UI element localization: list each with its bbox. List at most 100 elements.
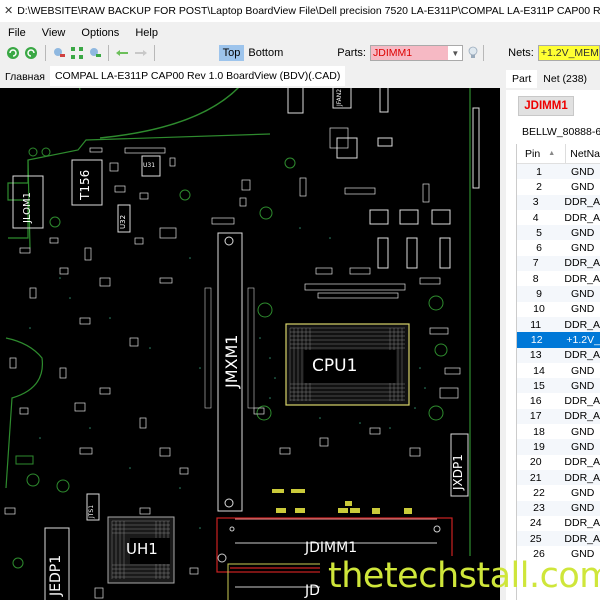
fit-screen-icon[interactable] — [70, 45, 84, 61]
bottom-side-button[interactable]: Bottom — [248, 47, 284, 59]
label-jxdp1[interactable]: JXDP1 — [451, 454, 465, 490]
watermark-backdrop — [320, 556, 500, 600]
pin-row[interactable]: 4 DDR_A — [517, 210, 600, 225]
pin-number: 2 — [536, 180, 542, 193]
pin-net-name: GND — [571, 548, 595, 561]
back-arrow-icon[interactable] — [115, 45, 129, 61]
label-u31[interactable]: U31 — [143, 162, 156, 169]
pin-net-name: DDR_A — [564, 471, 600, 484]
pin-row[interactable]: 14 GND — [517, 363, 600, 378]
menu-view[interactable]: View — [41, 27, 66, 39]
label-jlom1[interactable]: JLOM1 — [22, 191, 33, 223]
nets-value: +1.2V_MEM — [540, 47, 599, 59]
pin-number: 16 — [529, 395, 542, 408]
pin-number: 18 — [533, 425, 545, 438]
menu-help[interactable]: Help — [135, 27, 158, 39]
label-jmxm1[interactable]: JMXM1 — [222, 334, 241, 388]
label-jdimm1[interactable]: JDIMM1 — [305, 540, 358, 556]
label-uh1[interactable]: UH1 — [126, 540, 158, 558]
rotate-left-icon[interactable] — [6, 45, 20, 61]
rotate-right-icon[interactable] — [24, 45, 38, 61]
pin-net-name: GND — [571, 364, 595, 377]
tab-net[interactable]: Net (238) — [543, 73, 588, 85]
pin-row[interactable]: 26 GND — [517, 546, 600, 561]
document-tabs: Главная COMPAL LA-E311P CAP00 Rev 1.0 Bo… — [0, 66, 500, 86]
pin-number: 26 — [533, 548, 545, 561]
part-package: BELLW_80888-60 — [522, 126, 600, 138]
tab-part[interactable]: Part — [506, 70, 538, 88]
tab-home[interactable]: Главная — [5, 71, 45, 83]
pin-number: 9 — [536, 288, 542, 301]
parts-label: Parts: — [337, 47, 366, 59]
sort-ascending-icon: ▲ — [548, 150, 556, 157]
window-title: D:\WEBSITE\RAW BACKUP FOR POST\Laptop Bo… — [17, 5, 600, 17]
nets-label: Nets: — [508, 47, 534, 59]
menu-bar: File View Options Help — [0, 24, 600, 42]
column-pin[interactable]: Pin▲ — [525, 147, 556, 160]
toolbar-separator — [153, 45, 155, 61]
menu-options[interactable]: Options — [81, 27, 120, 39]
label-u32[interactable]: U32 — [119, 214, 127, 229]
pin-net-name: GND — [571, 226, 595, 239]
pin-number: 14 — [533, 364, 545, 377]
pin-net-name: DDR_A — [564, 211, 600, 224]
pin-net-name: DDR_A — [564, 196, 600, 209]
pin-row[interactable]: 12+1.2V_ — [517, 332, 600, 348]
label-cpu1[interactable]: CPU1 — [312, 356, 358, 376]
label-jd[interactable]: JD — [305, 583, 320, 599]
part-name-button[interactable]: JDIMM1 — [518, 96, 574, 116]
zoom-out-icon[interactable] — [88, 45, 102, 61]
toolbar-separator — [108, 45, 110, 61]
menu-file[interactable]: File — [8, 27, 26, 39]
pin-number: 19 — [533, 440, 545, 453]
pin-row[interactable]: 16 DDR_A — [517, 393, 600, 408]
chevron-down-icon[interactable]: ▼ — [448, 46, 463, 60]
label-jfan2[interactable]: JFAN2 — [336, 88, 343, 106]
board-canvas[interactable]: CPU1 JMXM1 UH1 JDIMM1 JD JEDP1 JXDP1 T15… — [0, 88, 500, 600]
pin-number: 10 — [533, 303, 545, 316]
tab-boardview[interactable]: COMPAL LA-E311P CAP00 Rev 1.0 BoardView … — [49, 66, 346, 86]
pin-number: 11 — [530, 318, 542, 331]
pin-number: 4 — [532, 211, 539, 224]
label-jedp1[interactable]: JEDP1 — [48, 554, 64, 596]
pin-number: 24 — [529, 517, 542, 530]
lightbulb-icon[interactable] — [467, 46, 479, 60]
pin-net-name: DDR_A — [564, 395, 600, 408]
part-info-panel: Part Net (238) JDIMM1 BELLW_80888-60 Pin… — [500, 64, 600, 600]
forward-arrow-icon[interactable] — [133, 45, 147, 61]
pin-row[interactable]: 21 DDR_A — [517, 469, 600, 486]
label-jts1[interactable]: JTS1 — [88, 504, 95, 518]
pin-number: 12 — [530, 333, 543, 346]
zoom-in-icon[interactable] — [51, 45, 65, 61]
pin-net-name: DDR_A — [564, 349, 600, 362]
label-t156[interactable]: T156 — [78, 169, 92, 200]
column-netname[interactable]: NetNa — [565, 144, 600, 163]
pin-net-name: DDR_A — [564, 410, 600, 423]
nets-field[interactable]: +1.2V_MEM — [537, 45, 600, 61]
top-side-button[interactable]: Top — [218, 45, 245, 61]
parts-combobox[interactable]: JDIMM1 ▼ — [369, 45, 464, 61]
pin-number: 21 — [529, 471, 542, 484]
